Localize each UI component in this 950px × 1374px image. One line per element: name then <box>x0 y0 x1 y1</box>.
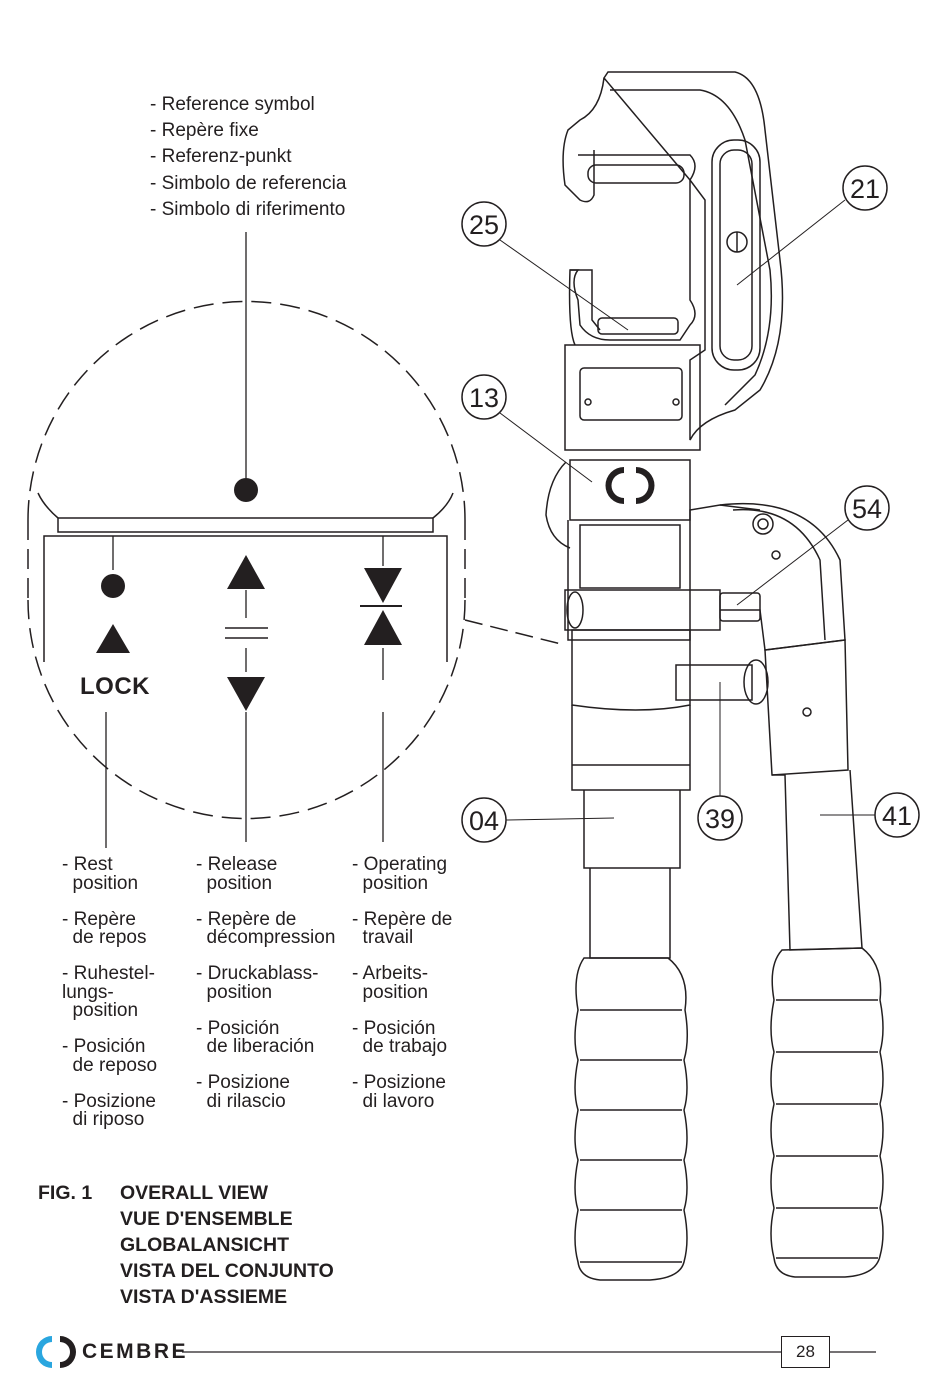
release-position-column: - Release position - Repère de décompres… <box>196 854 336 1129</box>
rest-up-triangle <box>96 624 130 653</box>
figure-number: FIG. 1 <box>38 1182 93 1204</box>
crimping-head <box>603 71 784 441</box>
reference-dot <box>234 478 258 502</box>
lock-label: LOCK <box>80 673 150 700</box>
figure-title: GLOBALANSICHT <box>120 1234 289 1256</box>
operating-position-text: - Arbeits- position <box>352 963 429 1003</box>
callout-39-label: 39 <box>705 804 735 834</box>
operating-position-column: - Operating position - Repère de travail… <box>352 854 453 1129</box>
page-number: 28 <box>781 1336 830 1368</box>
release-position-text: - Posición de liberación <box>196 1017 315 1057</box>
rest-position-text: - Ruhestel- lungs- position <box>62 963 155 1021</box>
callout-13-label: 13 <box>469 383 499 413</box>
rest-position-column: - Rest position - Repère de repos - Ruhe… <box>62 854 158 1147</box>
rest-position-text: - Rest position <box>62 854 139 894</box>
operating-up-triangle <box>364 610 402 645</box>
callout-25 <box>461 201 507 247</box>
release-position-text: - Posizione di rilascio <box>196 1072 290 1112</box>
operating-position-text: - Operating position <box>352 854 448 894</box>
figure-titles: OVERALL VIEW VUE D'ENSEMBLE GLOBALANSICH… <box>120 1180 334 1310</box>
operating-down-triangle <box>364 568 402 603</box>
left-grip <box>574 957 688 1281</box>
callout-54-label: 54 <box>852 494 882 524</box>
figure-title: VUE D'ENSEMBLE <box>120 1208 293 1230</box>
reference-line: - Simbolo de referencia <box>150 172 347 194</box>
callout-21-label: 21 <box>850 174 880 204</box>
callout-54 <box>844 485 890 531</box>
figure-title: OVERALL VIEW <box>120 1182 269 1204</box>
release-position-text: - Release position <box>196 854 278 894</box>
callout-21 <box>842 165 888 211</box>
release-up-triangle <box>227 555 265 589</box>
figure-title: VISTA D'ASSIEME <box>120 1286 288 1308</box>
callout-04-label: 04 <box>469 806 499 836</box>
figure-title: VISTA DEL CONJUNTO <box>120 1260 334 1282</box>
callout-41-label: 41 <box>882 801 912 831</box>
detail-circle <box>27 300 466 521</box>
reference-line: - Simbolo di riferimento <box>150 198 346 220</box>
rest-position-text: - Posición de reposo <box>62 1036 158 1076</box>
rest-position-text: - Posizione di riposo <box>62 1090 156 1130</box>
reference-line: - Repère fixe <box>150 120 259 142</box>
right-grip <box>770 947 884 1278</box>
release-position-text: - Repère de décompression <box>196 908 336 948</box>
reference-line: - Referenz-punkt <box>150 146 292 168</box>
brand-name: CEMBRE <box>82 1340 189 1363</box>
reference-symbol-list: - Reference symbol - Repère fixe - Refer… <box>150 92 346 223</box>
operating-position-text: - Repère de travail <box>352 908 453 948</box>
callout-13 <box>461 374 507 420</box>
callout-25-label: 25 <box>469 210 499 240</box>
operating-position-text: - Posizione di lavoro <box>352 1072 446 1112</box>
detail-connector-line <box>464 619 566 646</box>
rest-position-text: - Repère de repos <box>62 908 147 948</box>
reference-line: - Reference symbol <box>150 94 315 115</box>
operating-position-text: - Posición de trabajo <box>352 1017 448 1057</box>
rest-dot <box>101 574 125 598</box>
release-down-triangle <box>227 677 265 711</box>
cembre-logo-icon <box>36 1336 52 1368</box>
release-position-text: - Druckablass- position <box>196 963 319 1003</box>
